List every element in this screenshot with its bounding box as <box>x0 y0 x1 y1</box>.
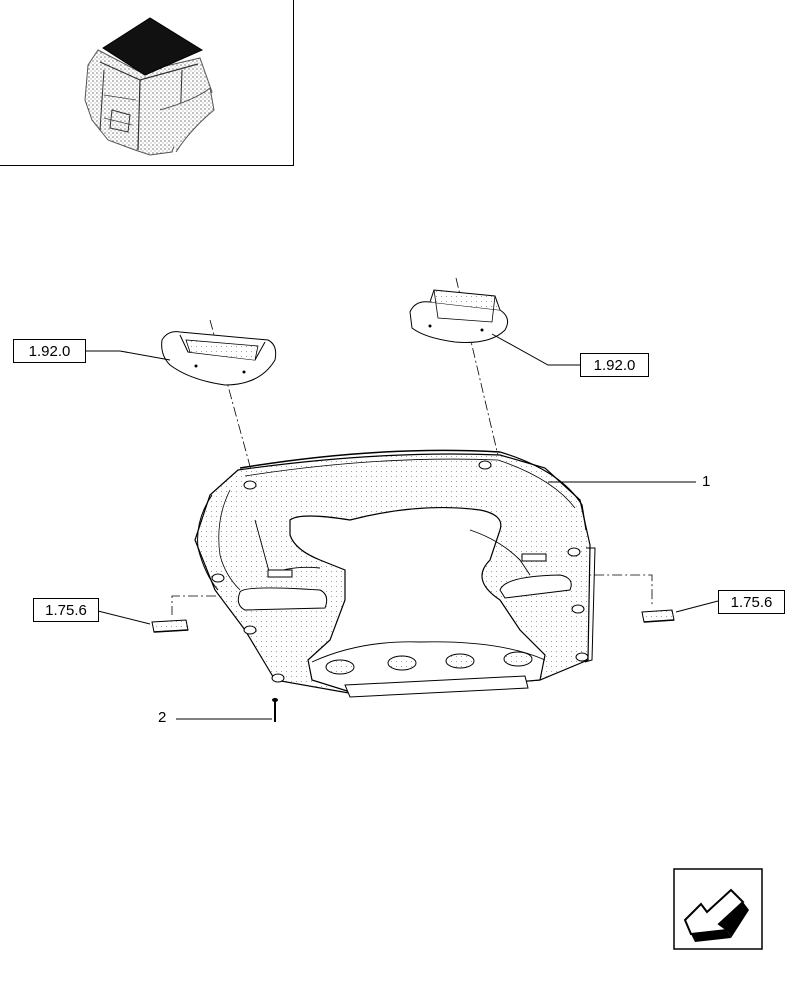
left-interior-lamp <box>151 619 189 633</box>
location-thumbnail-frame <box>0 0 294 166</box>
headliner-panel <box>194 449 596 698</box>
reference-box-mid-right[interactable]: 1.75.6 <box>718 590 785 614</box>
fixing-holes <box>211 460 589 683</box>
right-interior-lamp <box>641 609 675 623</box>
reference-box-top-right[interactable]: 1.92.0 <box>580 353 649 377</box>
next-page-arrow-icon[interactable] <box>673 868 763 950</box>
screw-part-2 <box>272 698 278 722</box>
reference-box-mid-left[interactable]: 1.75.6 <box>33 598 99 622</box>
right-vent-grille <box>409 289 509 343</box>
reference-box-top-left[interactable]: 1.92.0 <box>13 339 86 363</box>
callout-item-2: 2 <box>158 709 167 726</box>
cab-location-thumbnail-icon <box>84 17 215 156</box>
callout-item-1: 1 <box>702 473 711 490</box>
left-vent-grille <box>161 331 277 386</box>
leader-lines <box>86 333 719 720</box>
